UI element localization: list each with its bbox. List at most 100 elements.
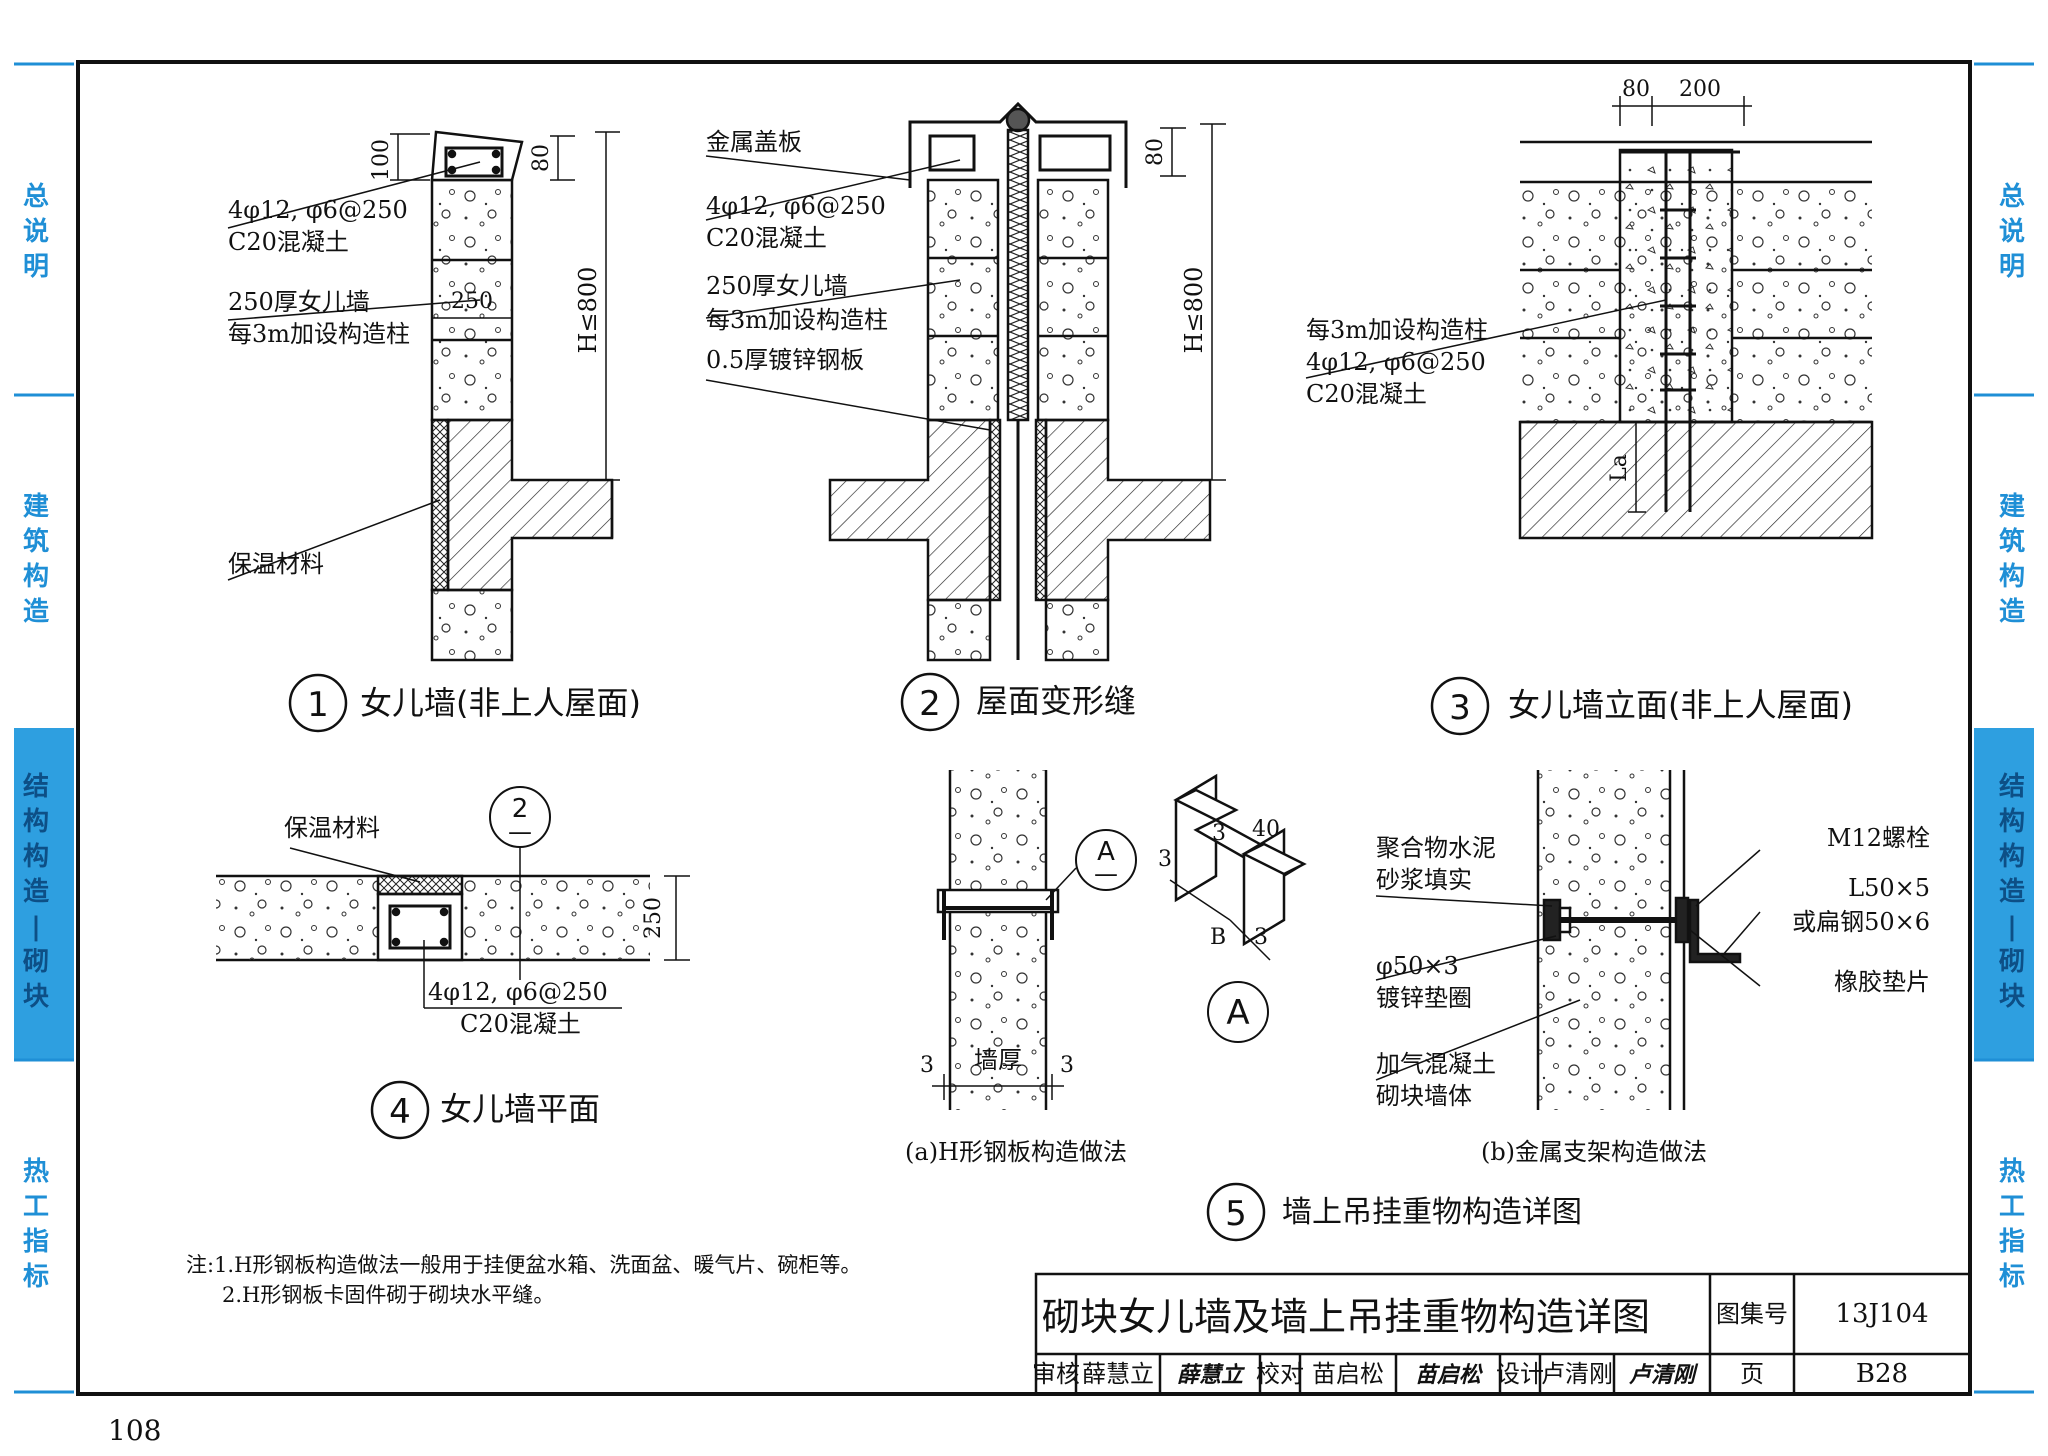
tab-arch-2[interactable]: 筑 bbox=[23, 526, 49, 557]
d5-number: 5 bbox=[1225, 1194, 1247, 1234]
d2-plate: 0.5厚镀锌钢板 bbox=[706, 346, 864, 374]
d5b-washer-1: φ50×3 bbox=[1376, 952, 1459, 980]
note-line-1: 注:1.H形钢板构造做法一般用于挂便盆水箱、洗面盆、暖气片、碗柜等。 bbox=[186, 1253, 861, 1277]
d1-dim-100: 100 bbox=[369, 139, 394, 181]
side-tabs-left[interactable]: 总 说 明 建 筑 构 造 结 构 构 造 | 砌 块 热 工 指 标 bbox=[14, 62, 74, 1394]
d2-number: 2 bbox=[919, 684, 941, 724]
tab-general-3[interactable]: 明 bbox=[23, 252, 49, 282]
tab-struct-r2[interactable]: 构 bbox=[1999, 807, 2025, 837]
title-block-text: 砌块女儿墙及墙上吊挂重物构造详图 图集号 13J104 审核 薛慧立 薛慧立 校… bbox=[1032, 1295, 1929, 1389]
tab-arch-r3[interactable]: 构 bbox=[1999, 562, 2025, 592]
d4-title: 女儿墙平面 bbox=[440, 1090, 600, 1128]
detail-4-plan bbox=[216, 786, 690, 1009]
d5-ref-a-top: A bbox=[1097, 837, 1115, 867]
tab-struct-r3[interactable]: 构 bbox=[1999, 842, 2025, 872]
checker-signature: 苗启松 bbox=[1415, 1362, 1484, 1388]
iso-b: B bbox=[1210, 925, 1226, 950]
page-number-block: B28 bbox=[1856, 1359, 1908, 1389]
drawing-title: 砌块女儿墙及墙上吊挂重物构造详图 bbox=[1042, 1295, 1650, 1339]
detail-2-labels: 金属盖板 4φ12, φ6@250 C20混凝土 250厚女儿墙 每3m加设构造… bbox=[706, 128, 1208, 732]
d3-dim-80: 80 bbox=[1622, 77, 1650, 102]
tab-struct-2[interactable]: 构 bbox=[23, 807, 49, 837]
tab-general-r1[interactable]: 总 bbox=[1999, 182, 2025, 212]
iso-3b: 3 bbox=[1158, 847, 1172, 872]
tab-struct-5[interactable]: | bbox=[31, 912, 41, 942]
iso-3a: 3 bbox=[1212, 821, 1226, 846]
tab-arch-r1[interactable]: 建 bbox=[1999, 492, 2025, 522]
d5-wall-thickness: 墙厚 bbox=[974, 1046, 1022, 1074]
tab-thermal-r1[interactable]: 热 bbox=[1999, 1157, 2025, 1187]
review-label: 审核 bbox=[1032, 1360, 1080, 1388]
d1-title: 女儿墙(非上人屋面) bbox=[360, 684, 641, 722]
d5-dim-3-left: 3 bbox=[920, 1053, 934, 1078]
tab-general-1[interactable]: 总 bbox=[23, 182, 49, 212]
d4-concrete: C20混凝土 bbox=[460, 1010, 581, 1038]
d1-dim-80: 80 bbox=[529, 144, 554, 172]
tab-thermal-r2[interactable]: 工 bbox=[1999, 1192, 2025, 1222]
detail-5a-iso-labels: 3 40 3 B 3 A bbox=[1158, 817, 1280, 1033]
check-label: 校对 bbox=[1256, 1360, 1304, 1388]
d2-height: H≤800 bbox=[1180, 267, 1208, 354]
sheet-page-number: 108 bbox=[108, 1414, 161, 1447]
tab-thermal-r3[interactable]: 指 bbox=[1999, 1227, 2025, 1257]
tab-thermal-r4[interactable]: 标 bbox=[1999, 1262, 2025, 1292]
d3-dim-200: 200 bbox=[1679, 77, 1721, 102]
detail-3-elevation bbox=[1305, 96, 1874, 540]
notes: 注:1.H形钢板构造做法一般用于挂便盆水箱、洗面盆、暖气片、碗柜等。 2.H形钢… bbox=[186, 1253, 861, 1307]
tab-struct-4[interactable]: 造 bbox=[23, 877, 49, 907]
title-block bbox=[1034, 1272, 1972, 1396]
d2-concrete: C20混凝土 bbox=[706, 224, 827, 252]
tab-struct-3[interactable]: 构 bbox=[23, 842, 49, 872]
tab-struct-1[interactable]: 结 bbox=[23, 772, 49, 802]
tab-thermal-4[interactable]: 标 bbox=[23, 1262, 49, 1292]
tab-struct-r5[interactable]: | bbox=[2007, 912, 2017, 942]
d2-wall: 250厚女儿墙 bbox=[706, 272, 848, 300]
d5b-mortar-1: 聚合物水泥 bbox=[1376, 834, 1496, 862]
d2-rebar: 4φ12, φ6@250 bbox=[706, 192, 886, 220]
tab-struct-r4[interactable]: 造 bbox=[1999, 877, 2025, 907]
tab-struct-r7[interactable]: 块 bbox=[1999, 982, 2025, 1012]
detail-5a-h-plate bbox=[932, 770, 1137, 1110]
d2-dim-80: 80 bbox=[1143, 138, 1168, 166]
d2-column: 每3m加设构造柱 bbox=[706, 306, 888, 334]
tab-general-r3[interactable]: 明 bbox=[1999, 252, 2025, 282]
d3-rebar: 4φ12, φ6@250 bbox=[1306, 348, 1486, 376]
tab-arch-1[interactable]: 建 bbox=[23, 492, 49, 522]
d5-dim-3-right: 3 bbox=[1060, 1053, 1074, 1078]
d5b-block-2: 砌块墙体 bbox=[1376, 1082, 1472, 1110]
d3-concrete: C20混凝土 bbox=[1306, 380, 1427, 408]
tab-arch-r2[interactable]: 筑 bbox=[1999, 526, 2025, 557]
tab-arch-3[interactable]: 构 bbox=[23, 562, 49, 592]
note-line-2: 2.H形钢板卡固件砌于砌块水平缝。 bbox=[222, 1283, 554, 1307]
d5b-block-1: 加气混凝土 bbox=[1376, 1050, 1496, 1078]
d2-cover: 金属盖板 bbox=[706, 128, 802, 156]
d5b-mortar-2: 砂浆填实 bbox=[1376, 866, 1472, 894]
tab-struct-6[interactable]: 砌 bbox=[23, 947, 49, 977]
tab-thermal-3[interactable]: 指 bbox=[23, 1227, 49, 1257]
d5b-angle: L50×5 bbox=[1848, 874, 1930, 902]
detail-5a-isometric bbox=[1169, 773, 1307, 1043]
tab-struct-r1[interactable]: 结 bbox=[1999, 772, 2025, 802]
detail-5b-labels: 聚合物水泥 砂浆填实 φ50×3 镀锌垫圈 加气混凝土 砌块墙体 M12螺栓 L… bbox=[1206, 824, 1930, 1242]
d4-number: 4 bbox=[389, 1092, 411, 1132]
tab-general-2[interactable]: 说 bbox=[23, 217, 49, 247]
checker: 苗启松 bbox=[1312, 1360, 1384, 1388]
d5-sub-a: (a)H形钢板构造做法 bbox=[905, 1138, 1127, 1166]
tab-thermal-1[interactable]: 热 bbox=[23, 1157, 49, 1187]
tab-arch-r4[interactable]: 造 bbox=[1999, 597, 2025, 627]
detail-1-parapet bbox=[227, 130, 620, 662]
tab-thermal-2[interactable]: 工 bbox=[23, 1192, 49, 1222]
d4-rebar: 4φ12, φ6@250 bbox=[428, 978, 608, 1006]
tab-struct-7[interactable]: 块 bbox=[23, 982, 49, 1012]
designer: 卢清刚 bbox=[1541, 1360, 1613, 1388]
page-label: 页 bbox=[1740, 1360, 1764, 1388]
detail-5a-labels: A — 3 墙厚 3 (a)H形钢板构造做法 bbox=[905, 837, 1127, 1166]
d1-rebar: 4φ12, φ6@250 bbox=[228, 196, 408, 224]
tab-struct-r6[interactable]: 砌 bbox=[1999, 947, 2025, 977]
side-tabs-right[interactable]: 总 说 明 建 筑 构 造 结 构 构 造 | 砌 块 热 工 指 标 bbox=[1974, 62, 2034, 1394]
d3-la: La bbox=[1607, 454, 1632, 482]
tab-arch-4[interactable]: 造 bbox=[23, 597, 49, 627]
tab-general-r2[interactable]: 说 bbox=[1999, 217, 2025, 247]
d5-title: 墙上吊挂重物构造详图 bbox=[1282, 1195, 1582, 1230]
iso-40: 40 bbox=[1252, 817, 1280, 842]
